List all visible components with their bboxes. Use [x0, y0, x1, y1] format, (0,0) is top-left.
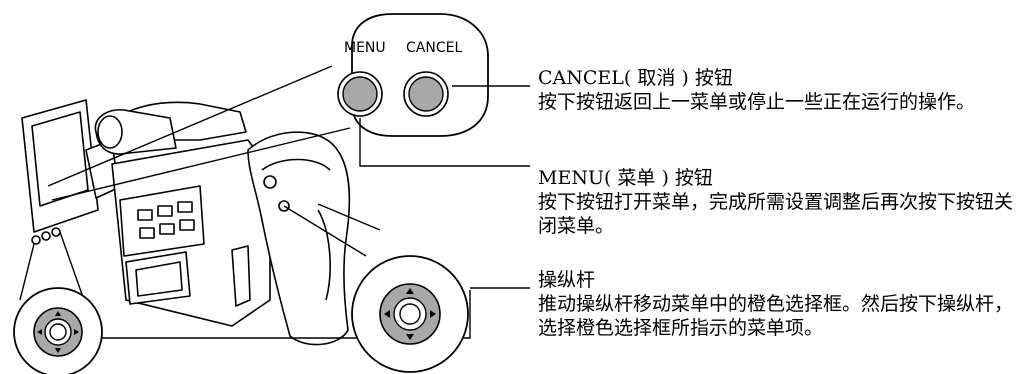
- joystick-icon[interactable]: [399, 303, 421, 325]
- joystick-callout-title: 操纵杆: [538, 269, 596, 291]
- menu-callout: MENU( 菜单 ) 按钮 按下按钮打开菜单，完成所需设置调整后再次按下按钮关闭…: [538, 166, 1030, 238]
- cancel-callout-title: CANCEL( 取消 ) 按钮: [538, 67, 733, 89]
- joystick-callout-left: [13, 287, 103, 374]
- joystick-icon[interactable]: [49, 323, 67, 341]
- joystick-callout: 操纵杆 推动操纵杆移动菜单中的橙色选择框。然后按下操纵杆，选择橙色选择框所指示的…: [538, 268, 1030, 340]
- menu-callout-title: MENU( 菜单 ) 按钮: [538, 167, 713, 189]
- cancel-callout: CANCEL( 取消 ) 按钮 按下按钮返回上一菜单或停止一些正在运行的操作。: [538, 66, 1030, 114]
- leader-lines: [19, 65, 530, 339]
- buttons-callout: MENU CANCEL: [337, 13, 489, 137]
- camcorder-illustration: [21, 99, 351, 346]
- menu-button-label: MENU: [344, 40, 386, 56]
- cancel-button-label: CANCEL: [406, 40, 462, 56]
- cancel-callout-desc: 按下按钮返回上一菜单或停止一些正在运行的操作。: [538, 91, 976, 113]
- menu-button[interactable]: [342, 76, 378, 112]
- menu-callout-desc: 按下按钮打开菜单，完成所需设置调整后再次按下按钮关闭菜单。: [538, 191, 1014, 237]
- joystick-callout-right: [351, 255, 469, 373]
- joystick-callout-desc: 推动操纵杆移动菜单中的橙色选择框。然后按下操纵杆，选择橙色选择框所指示的菜单项。: [538, 293, 1014, 339]
- cancel-button[interactable]: [408, 76, 444, 112]
